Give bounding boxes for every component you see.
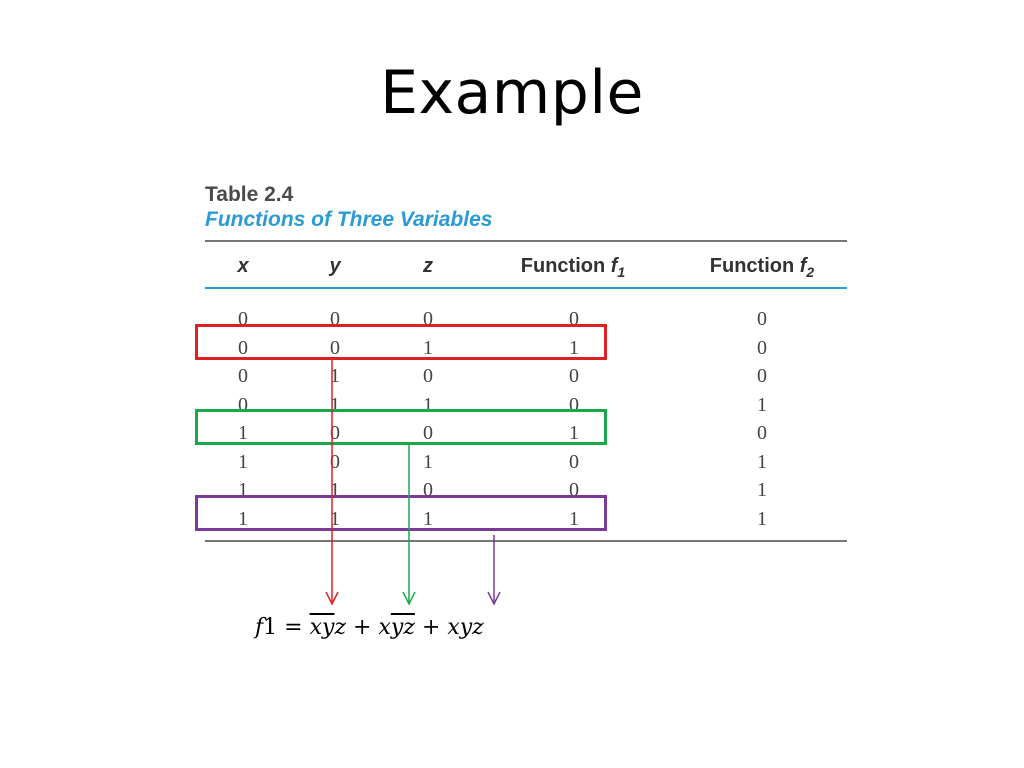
cell-row7-f2: 1 <box>757 507 767 530</box>
cell-row0-f1: 0 <box>569 308 579 330</box>
boolean-formula: f1 = xyz + xyz + xyz <box>255 615 484 640</box>
purple-arrow <box>487 535 501 606</box>
red-arrow <box>325 358 339 606</box>
cell-row0-x: 0 <box>238 308 248 330</box>
cell-row7-x: 1 <box>238 507 248 530</box>
cell-row1-f2: 0 <box>757 336 767 359</box>
header-f2-letter: f <box>799 255 807 277</box>
formula-term1-z: z <box>334 615 347 640</box>
formula-term1-y-bar: y <box>322 615 335 640</box>
table-header-rule <box>205 287 847 289</box>
cell-row2-x: 0 <box>238 365 248 387</box>
cell-row0-z: 0 <box>423 308 433 330</box>
header-function-f1: Function f1 <box>521 255 625 280</box>
cell-row3-y: 1 <box>330 393 340 416</box>
cell-row5-z: 1 <box>423 450 433 473</box>
formula-term2-x: x <box>378 615 391 640</box>
cell-row2-z: 0 <box>423 365 433 387</box>
slide-title: Example <box>380 58 644 128</box>
cell-row4-x: 1 <box>238 422 248 444</box>
cell-row6-f2: 1 <box>757 479 767 501</box>
cell-row7-y: 1 <box>330 507 340 530</box>
cell-row1-x: 0 <box>238 336 248 359</box>
header-f1-letter: f <box>610 255 618 277</box>
header-f1-sub: 1 <box>617 264 626 280</box>
cell-row4-f2: 0 <box>757 422 767 444</box>
formula-term3: xyz <box>447 615 484 640</box>
table-caption-number: Table 2.4 <box>205 183 294 206</box>
header-f2-sub: 2 <box>806 264 815 280</box>
cell-row3-z: 1 <box>423 393 433 416</box>
cell-row5-f1: 0 <box>569 450 579 473</box>
cell-row4-f1: 1 <box>569 422 579 444</box>
formula-plus-1: + <box>346 615 379 640</box>
cell-row4-z: 0 <box>423 422 433 444</box>
header-f2-prefix: Function <box>709 255 800 277</box>
formula-term2-y-bar: y <box>390 615 404 640</box>
cell-row6-z: 0 <box>423 479 433 501</box>
cell-row3-x: 0 <box>238 393 248 416</box>
formula-term1-x-bar: x <box>309 615 322 640</box>
cell-row7-f1: 1 <box>569 507 579 530</box>
cell-row5-x: 1 <box>238 450 248 473</box>
cell-row6-f1: 0 <box>569 479 579 501</box>
cell-row0-y: 0 <box>330 308 340 330</box>
table-bottom-rule <box>205 540 847 542</box>
cell-row3-f2: 1 <box>757 393 767 416</box>
formula-term2-z-bar: z <box>403 615 415 640</box>
table-top-rule <box>205 240 847 242</box>
formula-lhs-num: 1 <box>263 615 278 640</box>
header-y: y <box>329 255 341 277</box>
cell-row6-x: 1 <box>238 479 248 501</box>
highlight-box-row7 <box>195 494 607 531</box>
cell-row4-y: 0 <box>330 422 340 444</box>
cell-row6-y: 1 <box>330 479 340 501</box>
highlight-box-row1 <box>195 323 607 360</box>
highlight-box-row4 <box>195 409 607 445</box>
header-x: x <box>237 255 249 277</box>
table-caption-title: Functions of Three Variables <box>205 208 493 231</box>
formula-eq: = <box>277 615 310 640</box>
cell-row1-y: 0 <box>330 336 340 359</box>
cell-row2-f2: 0 <box>757 365 767 387</box>
formula-lhs: f <box>255 615 264 640</box>
cell-row2-f1: 0 <box>569 365 579 387</box>
formula-plus-2: + <box>414 615 448 640</box>
header-function-f2: Function f2 <box>710 255 814 280</box>
cell-row0-f2: 0 <box>757 308 767 330</box>
cell-row7-z: 1 <box>423 507 433 530</box>
header-f1-prefix: Function <box>520 255 611 277</box>
cell-row5-f2: 1 <box>757 450 767 473</box>
cell-row1-f1: 1 <box>569 336 579 359</box>
cell-row3-f1: 0 <box>569 393 579 416</box>
cell-row1-z: 1 <box>423 336 433 359</box>
green-arrow <box>402 444 416 606</box>
cell-row5-y: 0 <box>330 450 340 473</box>
header-z: z <box>423 255 433 277</box>
cell-row2-y: 1 <box>330 365 340 387</box>
